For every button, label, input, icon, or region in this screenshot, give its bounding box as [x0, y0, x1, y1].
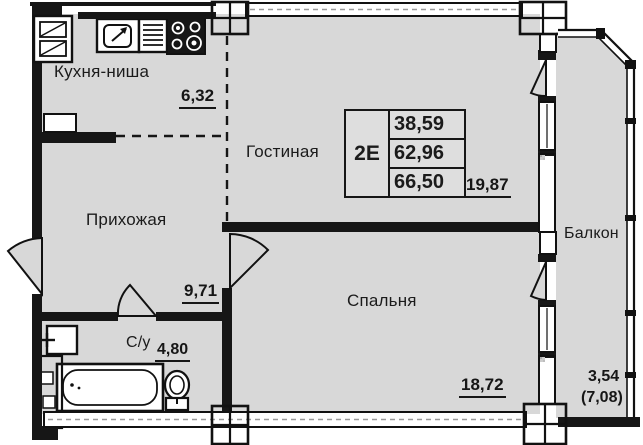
washbasin-icon	[39, 324, 79, 356]
balcony-area-coefficient: (7,08)	[581, 389, 623, 406]
kitchen-niche-boundary	[116, 36, 229, 222]
toilet-icon	[163, 369, 191, 412]
entrance-door-swing	[6, 236, 43, 297]
kitchen-area: 6,32	[179, 86, 217, 109]
floor-fill	[40, 14, 633, 418]
wall-concrete-1	[538, 153, 556, 233]
pillar-top-right	[518, 0, 568, 36]
kitchen-drainer-icon	[137, 17, 169, 54]
balcony-glazing	[558, 28, 636, 417]
kitchen-window	[32, 14, 74, 64]
wall-concrete-2	[538, 355, 556, 405]
unit-area-living: 38,59	[390, 111, 464, 140]
bedroom-label: Спальня	[347, 291, 417, 310]
unit-spec-table: 2Е 38,59 62,96 66,50	[344, 109, 466, 198]
pillar-bottom-right	[522, 402, 568, 445]
kitchen-stub-cap	[43, 113, 77, 133]
bathroom-area: 4,80	[155, 341, 191, 362]
pillar-top-left	[210, 0, 250, 36]
living-area: 19,87	[464, 175, 511, 198]
living-label: Гостиная	[246, 142, 319, 161]
bedroom-area: 18,72	[459, 375, 506, 398]
pillar-bottom-middle	[210, 404, 250, 445]
unit-type-cell: 2Е	[346, 111, 390, 196]
bedroom-window	[538, 305, 556, 353]
bedroom-balcony-door-swing	[529, 261, 547, 302]
balcony-label: Балкон	[564, 225, 619, 242]
walls	[30, 2, 640, 440]
door-swings	[6, 59, 547, 317]
bedroom-door-swing	[229, 232, 270, 291]
unit-area-overall: 66,50	[394, 171, 445, 193]
living-window	[538, 101, 556, 151]
living-balcony-door-swing	[529, 59, 547, 98]
kitchen-label: Кухня-ниша	[54, 62, 150, 81]
window-bottom-band	[43, 411, 527, 428]
balcony-area: 3,54	[588, 368, 620, 385]
window-top-band	[245, 2, 523, 17]
bathroom-door-swing	[116, 283, 159, 317]
hallway-label: Прихожая	[86, 210, 167, 229]
bathroom-label: С/у	[126, 334, 151, 351]
unit-area-total: 62,96	[390, 140, 464, 169]
right-wall	[538, 33, 557, 405]
kitchen-sink-icon	[95, 17, 141, 54]
stove-icon	[166, 16, 206, 55]
hallway-area: 9,71	[182, 281, 220, 304]
bathtub-icon	[55, 362, 165, 413]
